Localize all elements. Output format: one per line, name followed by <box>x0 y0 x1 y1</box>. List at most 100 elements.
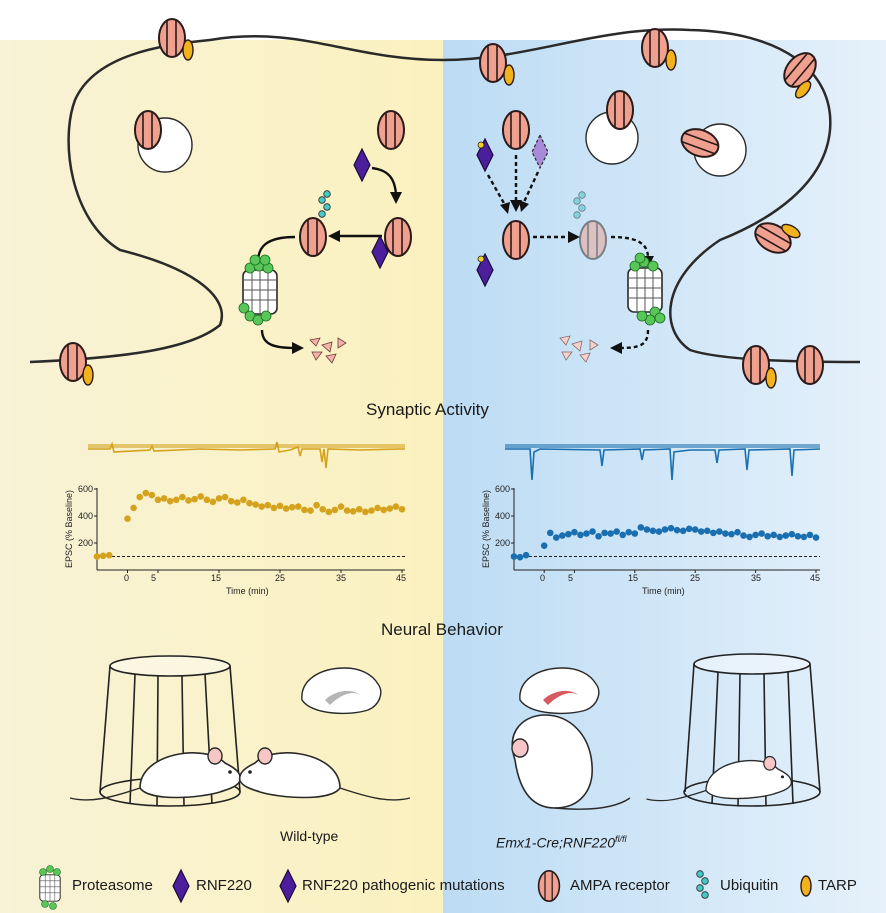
wild-type-label: Wild-type <box>280 828 339 844</box>
mut-trace <box>505 444 821 481</box>
wt-data-point <box>227 497 235 505</box>
wt-data-point <box>93 553 101 560</box>
wt-data-point <box>295 503 302 510</box>
mut-xtick: 35 <box>751 573 762 583</box>
mut-data-point <box>740 532 747 539</box>
wt-data-point <box>362 508 369 516</box>
mut-data-point <box>619 531 627 539</box>
mut-xtick: 0 <box>540 573 546 583</box>
wt-data-point <box>221 493 229 501</box>
mut-data-point <box>631 530 639 537</box>
wt-data-point <box>209 498 217 506</box>
mut-data-point <box>637 524 645 531</box>
wt-data-point <box>337 503 345 510</box>
wt-data-point <box>99 552 107 560</box>
mut-data-point <box>782 532 790 539</box>
legend-tarp-label: TARP <box>818 877 857 894</box>
mut-data-point <box>734 528 741 536</box>
mut-data-point <box>577 531 584 539</box>
mut-data-point <box>607 530 614 537</box>
wt-data-point <box>264 501 272 509</box>
mut-data-point <box>649 527 657 535</box>
mut-data-point <box>625 528 633 536</box>
mut-data-point <box>559 532 566 539</box>
wt-data-point <box>136 493 143 501</box>
mut-data-point <box>722 530 729 537</box>
mut-data-point <box>522 551 530 559</box>
wt-data-point <box>270 504 278 512</box>
wt-data-point <box>325 508 333 516</box>
wt-data-point <box>386 505 394 512</box>
mut-data-point <box>510 553 518 560</box>
wt-data-point <box>191 495 198 503</box>
neural-behavior-title: Neural Behavior <box>381 620 503 639</box>
mut-data-point <box>788 530 796 538</box>
wt-data-point <box>301 506 308 514</box>
wt-data-point <box>392 503 400 510</box>
wt-data-point <box>160 495 168 502</box>
mut-data-point <box>691 526 699 533</box>
mut-xtick: 15 <box>628 573 639 583</box>
mut-data-point <box>685 525 693 533</box>
wt-data-point <box>374 504 381 512</box>
mut-data-point <box>546 529 554 537</box>
wt-data-point <box>142 489 150 497</box>
wt-data-point <box>331 506 339 514</box>
mut-data-point <box>752 531 759 539</box>
mut-data-point <box>679 527 687 535</box>
wt-data-point <box>154 496 162 504</box>
mut-data-point <box>812 534 820 541</box>
mut-data-point <box>697 528 705 535</box>
wt-data-point <box>203 496 211 504</box>
mut-data-point <box>794 532 802 540</box>
mutant-genotype-label: Emx1-Cre;RNF220fl/fl <box>496 834 627 851</box>
mut-data-point <box>571 528 578 536</box>
mut-data-point <box>552 534 560 541</box>
wt-data-point <box>197 493 204 500</box>
legend-tarp-icon <box>800 875 812 897</box>
wt-ytick: 200 <box>77 538 93 548</box>
wt-brain <box>301 667 382 715</box>
legend-ampa-label: AMPA receptor <box>570 877 670 894</box>
mut-data-point <box>673 526 681 534</box>
wt-data-point <box>307 507 314 514</box>
mut-brain <box>519 667 600 715</box>
mut-data-point <box>776 533 784 541</box>
wt-xtick: 45 <box>396 573 407 583</box>
legend-rnf220-label: RNF220 <box>196 877 252 894</box>
wt-xtick: 15 <box>211 573 222 583</box>
wt-ytick: 400 <box>77 511 93 521</box>
wt-x-axis-label: Time (min) <box>226 586 269 596</box>
mut-data-point <box>643 526 651 533</box>
wt-data-point <box>288 503 296 511</box>
legend-proteasome-label: Proteasome <box>72 877 153 894</box>
mut-data-point <box>583 530 590 537</box>
mut-data-point <box>667 524 675 532</box>
mut-data-point <box>764 532 771 540</box>
mut-data-point <box>800 533 808 541</box>
synaptic-activity-title: Synaptic Activity <box>366 400 489 419</box>
wt-data-point <box>356 505 363 513</box>
mut-y-axis-label: EPSC (% Baseline) <box>481 489 491 568</box>
wt-data-point <box>179 493 186 501</box>
mut-ytick: 200 <box>494 538 510 548</box>
wt-ytick: 600 <box>77 484 93 494</box>
wt-xtick: 25 <box>275 573 286 583</box>
mut-xtick: 45 <box>810 573 821 583</box>
wt-data-point <box>282 505 290 512</box>
wt-data-point <box>246 499 253 507</box>
wt-data-point <box>343 507 351 514</box>
mut-data-point <box>595 532 602 540</box>
wt-data-point <box>124 515 131 522</box>
mut-data-point <box>565 530 572 538</box>
mut-data-point <box>661 526 669 533</box>
mut-data-point <box>540 542 548 549</box>
mut-data-point <box>703 527 711 535</box>
wt-data-point <box>240 496 247 504</box>
wt-trace <box>88 441 405 469</box>
mut-ytick: 600 <box>494 484 510 494</box>
wt-data-point <box>398 505 406 513</box>
mut-ytick: 400 <box>494 511 510 521</box>
